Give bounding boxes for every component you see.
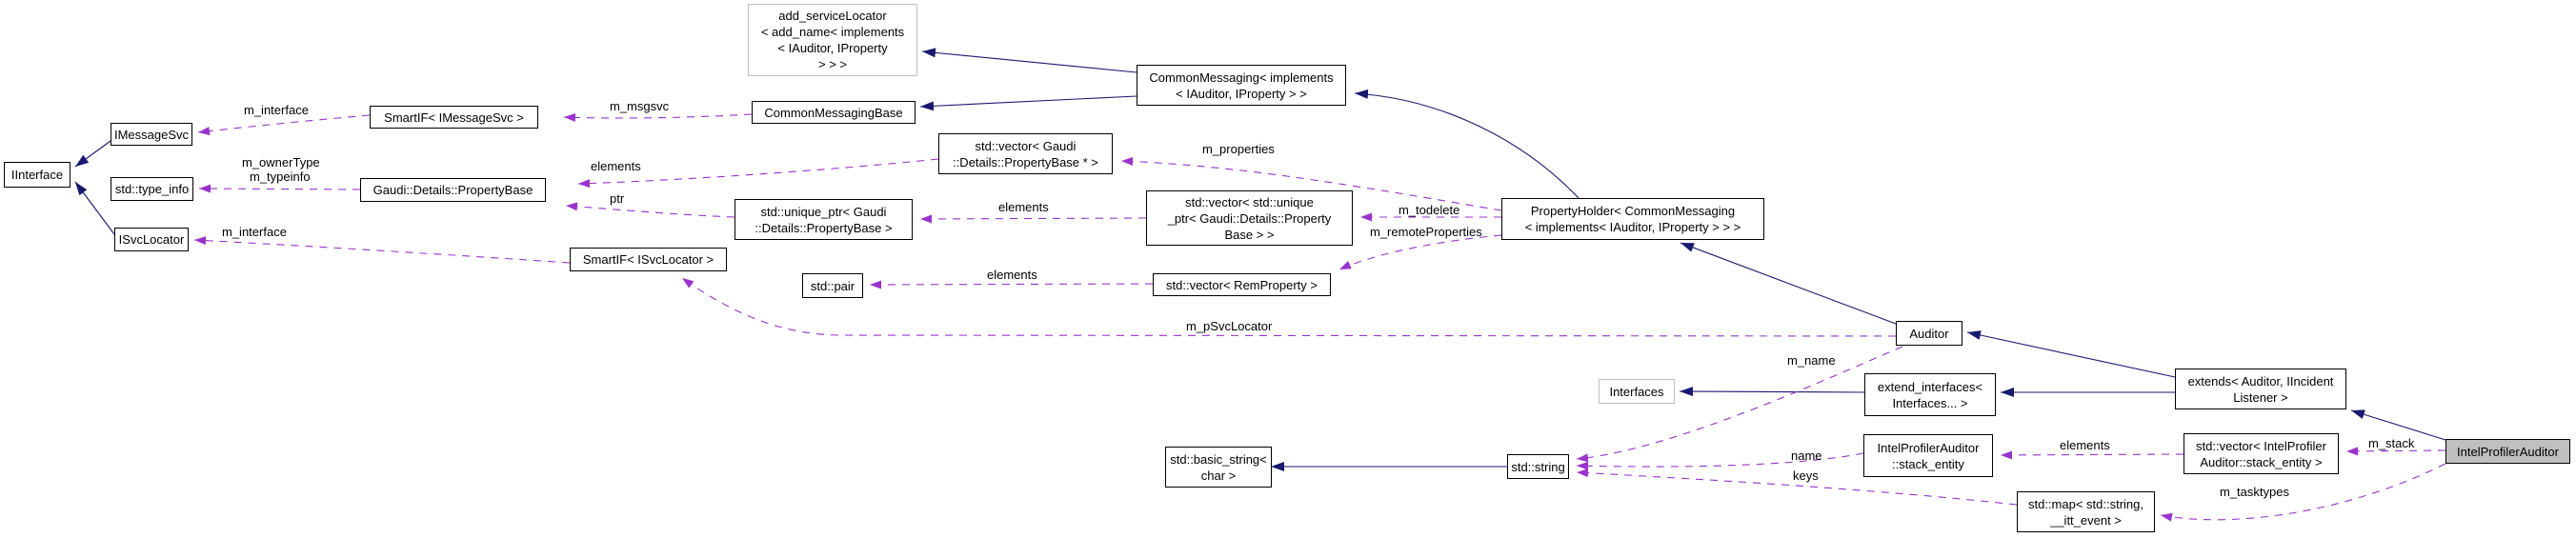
edge-inherit-extendinterfaces-interfaces bbox=[1679, 387, 1865, 397]
node-vector-stack-entity[interactable]: std::vector< IntelProfiler Auditor::stac… bbox=[2184, 433, 2339, 474]
edge-inherit-commonmessaging-commonmessagingbase bbox=[919, 95, 1137, 111]
edge-label-elements-stackentity: elements bbox=[2060, 438, 2110, 452]
edge-label-m-interface-top: m_interface bbox=[244, 103, 309, 117]
edge-label-m-typeinfo: m_typeinfo bbox=[250, 169, 311, 184]
edge-label-elements-propertybase: elements bbox=[591, 159, 641, 173]
edge-label-name: name bbox=[1791, 448, 1822, 463]
edge-use-mremoteproperties-vector bbox=[1338, 234, 1502, 270]
node-smartif-isvclocator[interactable]: SmartIF< ISvcLocator > bbox=[570, 248, 727, 271]
node-propertyholder[interactable]: PropertyHolder< CommonMessaging < implem… bbox=[1501, 198, 1764, 240]
edge-inherit-commonmessaging-addservicelocator bbox=[921, 48, 1137, 73]
edge-use-elements-stackentity bbox=[2000, 450, 2184, 460]
edge-use-mproperties-vector bbox=[1120, 156, 1502, 211]
edge-use-mname-stdstring bbox=[1576, 346, 1903, 463]
node-vector-remproperty[interactable]: std::vector< RemProperty > bbox=[1153, 273, 1331, 296]
edge-use-keys-stdstring bbox=[1576, 468, 2018, 506]
edge-label-m-name: m_name bbox=[1787, 353, 1836, 368]
edge-inherit-imessagesvc-iinterface bbox=[74, 140, 111, 168]
node-iinterface[interactable]: IInterface bbox=[4, 162, 70, 188]
edge-label-m-msgsvc: m_msgsvc bbox=[610, 99, 670, 113]
node-add-servicelocator: add_serviceLocator < add_name< implement… bbox=[748, 4, 917, 76]
node-map-string-itt-event[interactable]: std::map< std::string, __itt_event > bbox=[2017, 491, 2155, 532]
edge-label-m-ownertype: m_ownerType bbox=[242, 155, 320, 169]
node-commonmessagingbase[interactable]: CommonMessagingBase bbox=[752, 101, 916, 124]
node-imessagesvc[interactable]: IMessageSvc bbox=[111, 123, 192, 146]
edge-use-mstack-vector bbox=[2345, 447, 2446, 456]
edge-label-keys: keys bbox=[1793, 468, 1819, 483]
edge-inherit-extends-auditor bbox=[1966, 330, 2176, 378]
edge-label-ptr: ptr bbox=[610, 191, 625, 206]
node-intelprofilerauditor: IntelProfilerAuditor bbox=[2445, 439, 2570, 464]
edge-use-mtasktypes-map bbox=[2160, 463, 2446, 522]
node-vector-propertybase-ptr[interactable]: std::vector< Gaudi ::Details::PropertyBa… bbox=[938, 133, 1113, 174]
node-vector-unique-ptr-propertybase[interactable]: std::vector< std::unique _ptr< Gaudi::De… bbox=[1146, 190, 1353, 246]
edge-use-mpsvclocator-smartif bbox=[681, 277, 1897, 337]
node-commonmessaging-implements[interactable]: CommonMessaging< implements < IAuditor, … bbox=[1137, 65, 1346, 106]
edge-label-elements-pair: elements bbox=[987, 268, 1037, 282]
edge-use-elements-stdpair bbox=[869, 280, 1154, 289]
edge-use-minterface-imessagesvc bbox=[197, 114, 371, 136]
node-extend-interfaces[interactable]: extend_interfaces< Interfaces... > bbox=[1864, 373, 1996, 416]
edge-inherit-auditor-propertyholder bbox=[1680, 242, 1897, 325]
node-smartif-imessagesvc[interactable]: SmartIF< IMessageSvc > bbox=[370, 106, 538, 129]
edge-label-m-todelete: m_todelete bbox=[1399, 203, 1460, 217]
edge-use-minterface-isvclocator bbox=[193, 236, 571, 264]
node-gaudi-details-propertybase[interactable]: Gaudi::Details::PropertyBase bbox=[360, 178, 546, 202]
node-extends-auditor-iincidentlistener[interactable]: extends< Auditor, IIncident Listener > bbox=[2175, 369, 2346, 409]
edge-label-m-interface-bottom: m_interface bbox=[222, 225, 287, 239]
edge-inherit-propertyholder-commonmessaging bbox=[1354, 89, 1580, 199]
edge-label-elements-uniqueptr: elements bbox=[998, 200, 1049, 214]
edge-use-ptr-propertybase bbox=[565, 202, 735, 218]
node-unique-ptr-propertybase[interactable]: std::unique_ptr< Gaudi ::Details::Proper… bbox=[735, 199, 913, 240]
edge-label-m-stack: m_stack bbox=[2368, 436, 2415, 450]
node-std-type-info[interactable]: std::type_info bbox=[111, 177, 193, 201]
node-auditor[interactable]: Auditor bbox=[1896, 321, 1962, 346]
node-std-basic-string-char[interactable]: std::basic_string< char > bbox=[1165, 447, 1272, 488]
edge-label-m-remoteproperties: m_remoteProperties bbox=[1370, 225, 1482, 239]
edge-label-m-psvclocator: m_pSvcLocator bbox=[1186, 319, 1273, 333]
edge-use-elements-propertybase bbox=[577, 158, 939, 189]
edge-use-mmsgsvc-smartif bbox=[563, 112, 753, 122]
edge-inherit-intelprofilerauditor-extends bbox=[2350, 409, 2446, 441]
edge-label-m-tasktypes: m_tasktypes bbox=[2220, 485, 2289, 499]
node-intelprofilerauditor-stack-entity[interactable]: IntelProfilerAuditor ::stack_entity bbox=[1863, 434, 1993, 477]
node-std-string[interactable]: std::string bbox=[1507, 454, 1569, 479]
edge-use-name-stdstring bbox=[1576, 452, 1864, 470]
edge-label-m-properties: m_properties bbox=[1202, 142, 1275, 156]
edge-inherit-isvclocator-iinterface bbox=[74, 181, 115, 235]
node-isvclocator[interactable]: ISvcLocator bbox=[114, 228, 189, 251]
node-std-pair[interactable]: std::pair bbox=[802, 273, 863, 298]
edge-use-elements-uniqueptr bbox=[919, 214, 1147, 224]
node-interfaces: Interfaces bbox=[1599, 379, 1675, 404]
